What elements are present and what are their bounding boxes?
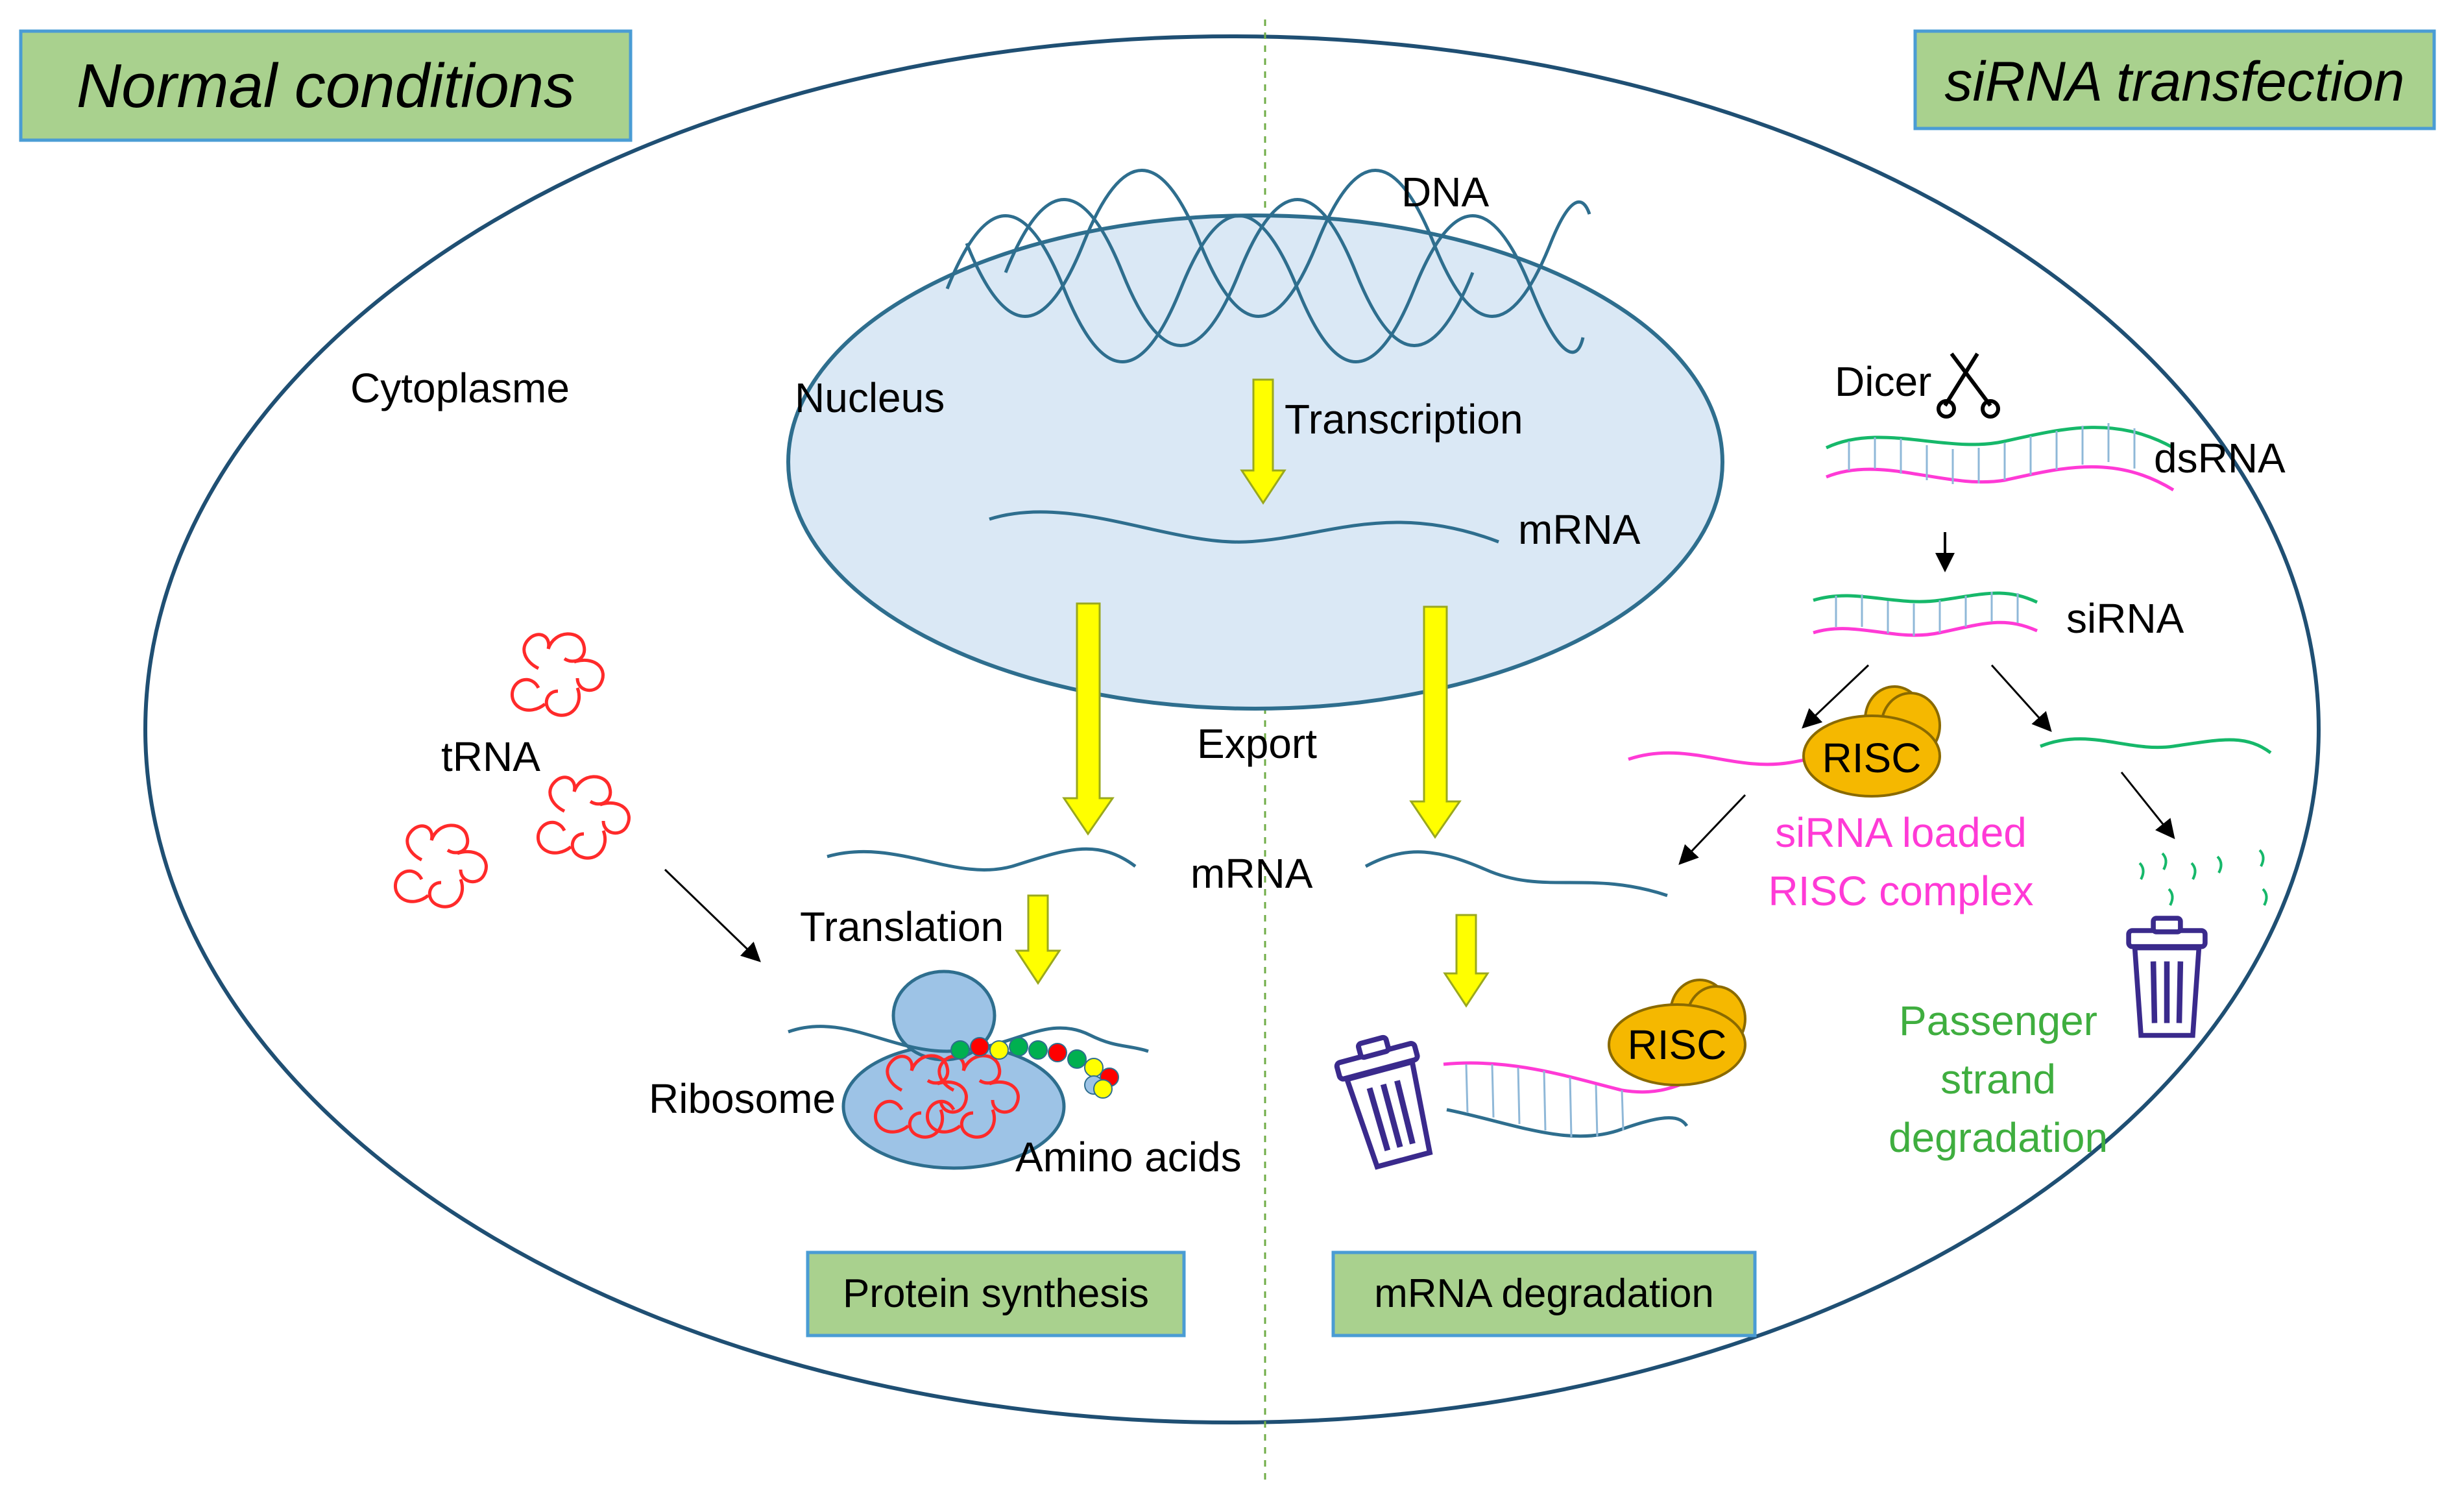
- passenger-fragments: [2138, 849, 2268, 906]
- transcription-arrow: [1240, 378, 1286, 505]
- label-translation: Translation: [800, 903, 1004, 950]
- label-sirna-loaded-1: siRNA loaded: [1775, 809, 2027, 856]
- label-dsrna: dsRNA: [2154, 435, 2286, 482]
- label-nucleus: Nucleus: [795, 374, 945, 421]
- label-amino-acids: Amino acids: [1015, 1134, 1242, 1180]
- header-normal-conditions: Normal conditions: [77, 51, 575, 121]
- translation-arrow: [1015, 894, 1061, 985]
- label-dicer: Dicer: [1835, 358, 1931, 405]
- scissors-icon: [1937, 352, 2000, 419]
- amino-acid-chain: [950, 1037, 1119, 1099]
- export-arrow-right: [1409, 605, 1462, 839]
- degradation-arrow: [1443, 914, 1490, 1008]
- label-passenger-1: Passenger: [1899, 997, 2097, 1044]
- label-passenger-2: strand: [1940, 1056, 2056, 1103]
- label-dna: DNA: [1401, 169, 1489, 215]
- trna-arrow: [664, 868, 761, 962]
- label-mrna-nucleus: mRNA: [1518, 506, 1641, 553]
- sirna-molecule: [1813, 591, 2038, 637]
- label-passenger-3: degradation: [1889, 1114, 2108, 1161]
- header-box-right: [1913, 29, 2436, 130]
- trash-can-passenger: [2129, 918, 2205, 1036]
- header-box-left: [19, 29, 633, 142]
- label-cytoplasme: Cytoplasme: [350, 365, 570, 411]
- outcome-box-protein: [806, 1251, 1186, 1337]
- risc-to-mrna-arrow: [1678, 794, 1746, 865]
- label-risc-loaded: RISC: [1822, 735, 1922, 781]
- label-mrna-cyto: mRNA: [1190, 850, 1313, 897]
- passenger-arrow: [2120, 772, 2175, 840]
- risc-loaded: [1628, 685, 1941, 798]
- label-transcription: Transcription: [1285, 396, 1523, 443]
- label-protein-synthesis: Protein synthesis: [843, 1271, 1149, 1316]
- dna-helix: [945, 169, 1591, 363]
- arrow-to-passenger: [1990, 664, 2052, 732]
- outcome-box-degradation: [1331, 1251, 1757, 1337]
- label-export: Export: [1197, 720, 1317, 767]
- dsrna-molecule: [1825, 423, 2175, 492]
- label-risc-bound: RISC: [1628, 1021, 1727, 1068]
- ribosome: [788, 970, 1149, 1170]
- label-sirna-loaded-2: RISC complex: [1769, 868, 2034, 914]
- label-ribosome: Ribosome: [649, 1075, 836, 1122]
- mrna-cyto-strand-right: [1364, 850, 1668, 897]
- cell-membrane: [143, 34, 2321, 1424]
- export-arrow-left: [1062, 602, 1115, 836]
- mrna-cyto-strand-left: [827, 847, 1137, 872]
- mrna-nucleus-strand: [989, 510, 1499, 544]
- label-sirna: siRNA: [2066, 595, 2184, 642]
- arrow-to-risc: [1802, 664, 1870, 729]
- label-trna: tRNA: [441, 733, 540, 780]
- passenger-strand: [2040, 737, 2272, 755]
- risc-mrna-duplex: [1443, 979, 1746, 1138]
- label-mrna-degradation: mRNA degradation: [1374, 1271, 1714, 1316]
- header-sirna-transfection: siRNA transfection: [1945, 51, 2405, 113]
